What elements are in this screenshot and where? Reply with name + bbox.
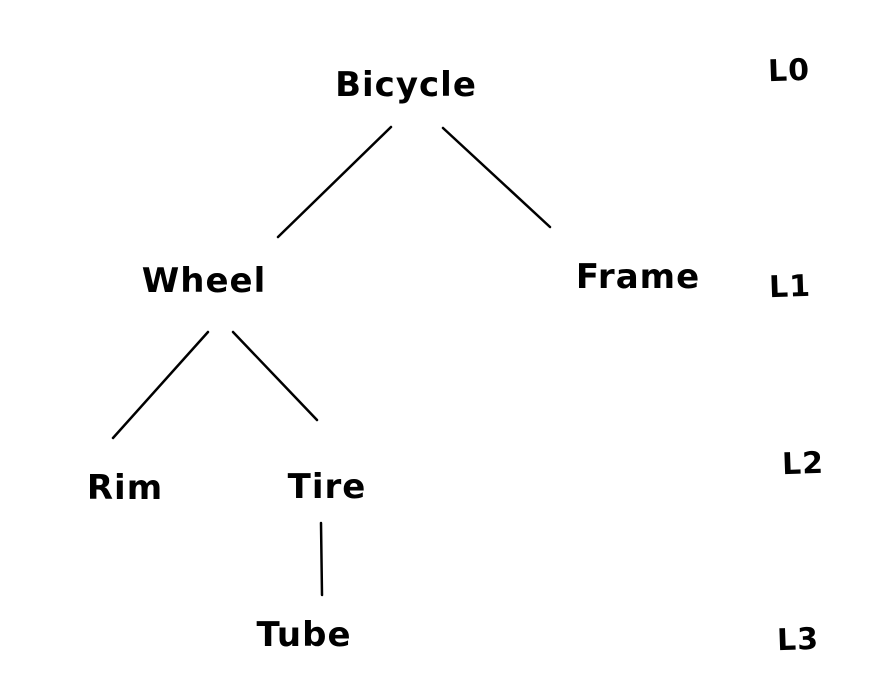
edge-wheel-rim bbox=[111, 330, 210, 440]
level-label-l3: L3 bbox=[776, 621, 820, 659]
node-frame: Frame bbox=[575, 257, 701, 297]
edge-bicycle-wheel bbox=[276, 125, 393, 239]
edge-tire-tube bbox=[319, 521, 324, 597]
node-wheel: Wheel bbox=[141, 261, 267, 301]
edge-bicycle-frame bbox=[441, 126, 552, 229]
node-tire: Tire bbox=[287, 467, 367, 507]
edge-wheel-tire bbox=[231, 330, 319, 422]
node-bicycle: Bicycle bbox=[335, 65, 477, 105]
level-label-l2: L2 bbox=[781, 445, 825, 483]
level-label-l1: L1 bbox=[768, 268, 812, 306]
node-tube: Tube bbox=[256, 615, 352, 655]
node-rim: Rim bbox=[86, 468, 164, 508]
level-label-l0: L0 bbox=[767, 52, 811, 90]
